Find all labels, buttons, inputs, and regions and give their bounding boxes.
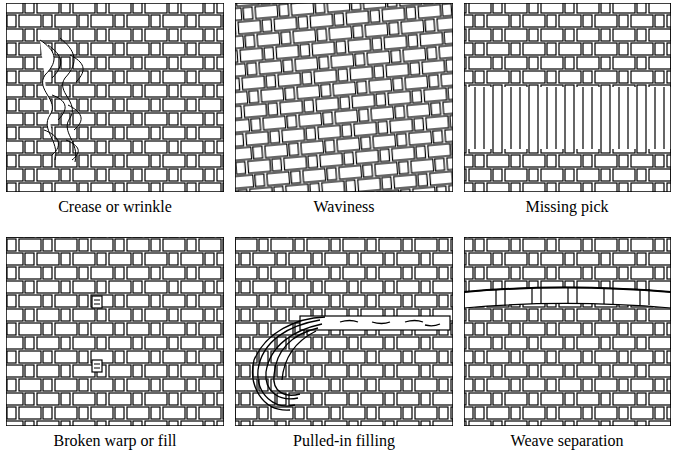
caption: Pulled-in filling <box>293 431 395 450</box>
caption: Crease or wrinkle <box>58 197 172 216</box>
pulled-in-filling-panel <box>235 237 453 426</box>
caption: Broken warp or fill <box>53 431 176 450</box>
crease-fibres <box>40 38 83 162</box>
exposed-warp <box>496 288 649 306</box>
weave-separation-panel <box>464 237 671 426</box>
broken-ends <box>92 296 102 372</box>
waviness-panel <box>235 3 453 192</box>
missing-pick-panel <box>464 3 671 192</box>
crease-panel <box>6 3 224 192</box>
caption: Waviness <box>314 197 375 216</box>
pulled-yarn <box>253 317 440 410</box>
missing-pick-zone <box>464 87 671 149</box>
caption: Missing pick <box>525 197 608 216</box>
caption: Weave separation <box>511 431 624 450</box>
broken-yarn-panel <box>6 237 224 426</box>
